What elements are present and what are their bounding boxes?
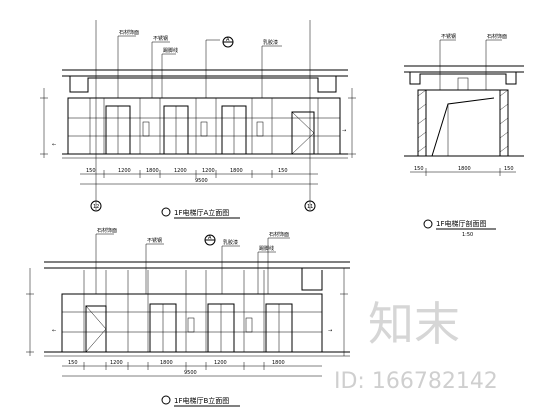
arrow-left-icon: ← <box>52 142 56 148</box>
elevator-door <box>221 105 247 155</box>
axis-bubble: 11 <box>304 200 316 212</box>
dimension-label: 1800 <box>458 166 471 172</box>
callout-label: 踢脚线 <box>259 245 274 252</box>
axis-bubble: 12 <box>90 200 102 212</box>
callout-label: 不锈钢 <box>153 35 168 42</box>
call-panel <box>142 121 150 137</box>
drawing-title: 1F电梯厅剖面图 <box>436 219 486 228</box>
title-symbol <box>161 207 171 217</box>
watermark-logo: 知末 <box>368 297 460 351</box>
dimension-label: 1200 <box>110 360 123 366</box>
elevator-door <box>265 303 293 353</box>
call-panel <box>245 317 253 333</box>
dimension-label: 1800 <box>146 168 159 174</box>
dimension-label: 1800 <box>230 168 243 174</box>
call-panel <box>256 121 264 137</box>
svg-text:12: 12 <box>93 204 99 210</box>
call-panel <box>187 317 195 333</box>
call-panel <box>200 121 208 137</box>
arrow-left-icon: ← <box>52 328 56 334</box>
dimension-label: 1800 <box>160 360 173 366</box>
dimension-label: 1200 <box>214 360 227 366</box>
arrow-right-icon: → <box>342 128 346 134</box>
elevation-a: ← → 石材饰面 不锈钢 踢脚线 乳胶漆 A <box>40 20 356 219</box>
callout-label: 不锈钢 <box>147 237 162 244</box>
side-door <box>85 305 107 353</box>
dimension-label: 150 <box>68 360 78 366</box>
title-symbol <box>161 395 171 405</box>
drawing-title: 1F电梯厅B立面图 <box>174 396 229 405</box>
callout-label: 石材饰面 <box>119 29 139 36</box>
svg-text:11: 11 <box>307 204 313 210</box>
callout-label: 踢脚线 <box>163 47 178 54</box>
title-symbol <box>423 219 433 229</box>
watermark-id: ID: 166782142 <box>334 369 498 394</box>
total-dimension: 9500 <box>184 370 197 376</box>
callout-label: 乳胶漆 <box>263 39 278 46</box>
dimension-label: 1200 <box>174 168 187 174</box>
drawing-title: 1F电梯厅A立面图 <box>174 208 229 217</box>
watermark: 知末 ID: 166782142 <box>334 297 498 394</box>
callout-label: 石材饰面 <box>487 33 507 40</box>
elevator-door <box>105 105 131 155</box>
dimension-label: 150 <box>504 166 514 172</box>
svg-text:A: A <box>208 235 212 241</box>
callout-label: 石材饰面 <box>97 227 117 234</box>
elevator-door <box>163 105 189 155</box>
callout-label: 不锈钢 <box>441 33 456 40</box>
elevator-door <box>149 303 177 353</box>
dimension-label: 150 <box>278 168 288 174</box>
side-door <box>291 111 315 155</box>
detail-symbol: A <box>204 234 216 246</box>
dimension-label: 1200 <box>118 168 131 174</box>
arrow-right-icon: → <box>328 328 332 334</box>
total-dimension: 9500 <box>195 178 208 184</box>
dimension-label: 150 <box>414 166 424 172</box>
callout-label: 乳胶漆 <box>223 239 238 246</box>
callout-label: 石材饰面 <box>269 231 289 238</box>
section-view: 不锈钢 石材饰面 150 1800 150 1F电梯厅剖面图 1:50 <box>404 33 524 238</box>
elevator-door <box>207 303 235 353</box>
detail-symbol: A <box>222 36 234 48</box>
drawing-scale: 1:50 <box>462 232 473 238</box>
svg-text:A: A <box>226 37 230 43</box>
dimension-label: 1200 <box>202 168 215 174</box>
dimension-label: 1800 <box>272 360 285 366</box>
dimension-label: 150 <box>86 168 96 174</box>
elevation-b: ← → 石材饰面 不锈钢 乳胶漆 石材饰面 踢脚线 A <box>26 227 350 407</box>
